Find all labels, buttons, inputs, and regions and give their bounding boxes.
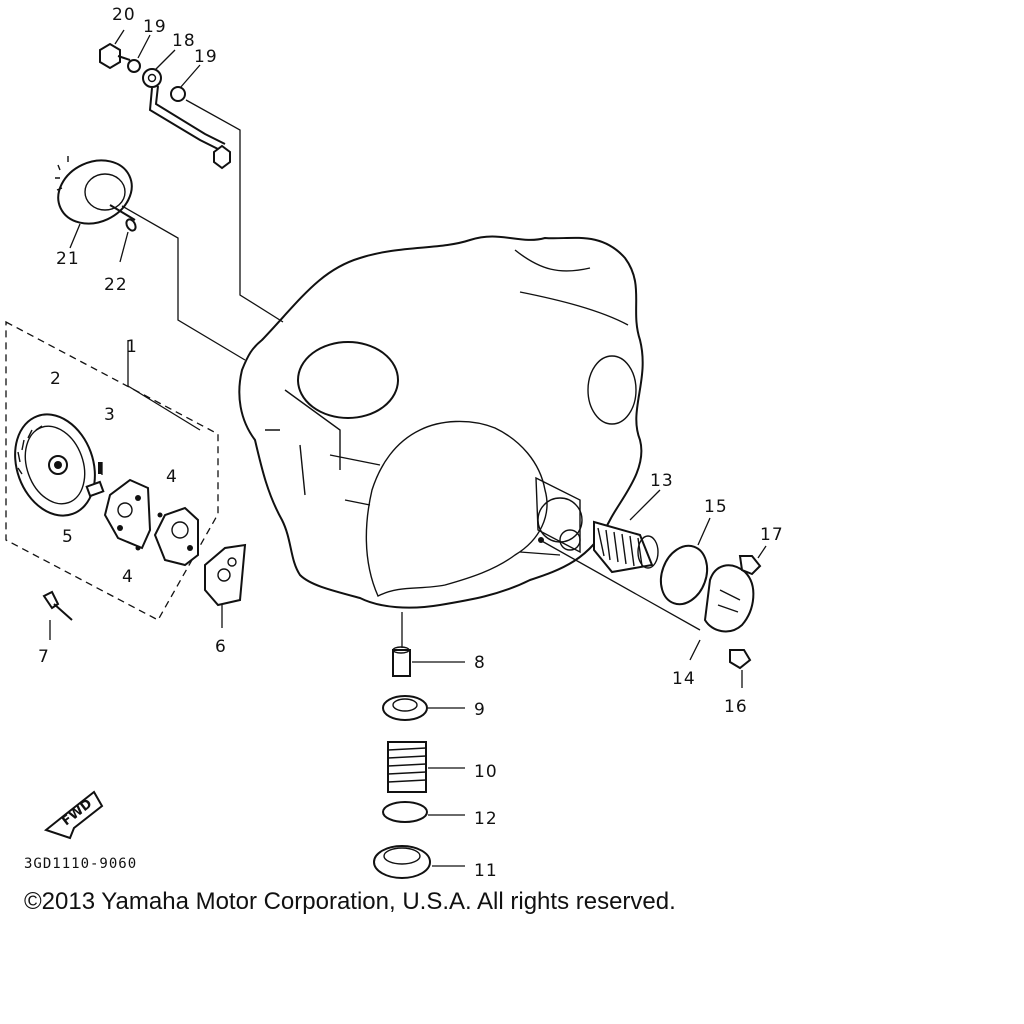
crankcase: [238, 235, 644, 609]
drain-plug-stack: [373, 612, 465, 879]
diagram-part-code: 3GD1110-9060: [24, 856, 137, 872]
callout-13: 13: [650, 471, 674, 491]
callout-20: 20: [112, 5, 136, 25]
callout-5: 5: [62, 527, 74, 547]
oil-filter-assembly: [519, 489, 767, 688]
pump-cover-plate: [204, 543, 247, 628]
forward-direction-icon: FWD: [43, 790, 104, 840]
callout-22: 22: [104, 275, 128, 295]
oil-pump-assembly-outline: [5, 320, 219, 621]
pump-drive-gear: [55, 156, 246, 361]
callout-10: 10: [474, 762, 498, 782]
callout-19a: 19: [143, 17, 167, 37]
callout-16: 16: [724, 697, 748, 717]
callout-4a: 4: [166, 467, 178, 487]
callout-21: 21: [56, 249, 80, 269]
callout-2: 2: [50, 369, 62, 389]
callout-labels: 1 2 3 4 4 5 6 7 8 9 10 11 12 13 14 15 16…: [38, 5, 784, 881]
callout-4b: 4: [122, 567, 134, 587]
callout-7: 7: [38, 647, 50, 667]
callout-3: 3: [104, 405, 116, 425]
callout-15: 15: [704, 497, 728, 517]
callout-12: 12: [474, 809, 498, 829]
callout-1: 1: [126, 337, 138, 357]
callout-8: 8: [474, 653, 486, 673]
oil-pipe-assembly: [99, 29, 284, 323]
callout-17: 17: [760, 525, 784, 545]
callout-14: 14: [672, 669, 696, 689]
copyright-notice: ©2013 Yamaha Motor Corporation, U.S.A. A…: [24, 888, 676, 915]
callout-19b: 19: [194, 47, 218, 67]
callout-18: 18: [172, 31, 196, 51]
callout-9: 9: [474, 700, 486, 720]
pump-bolt: [42, 590, 73, 640]
oil-pump-body: [85, 462, 199, 567]
callout-6: 6: [215, 637, 227, 657]
callout-11: 11: [474, 861, 498, 881]
oil-pump-gear: [14, 413, 96, 517]
